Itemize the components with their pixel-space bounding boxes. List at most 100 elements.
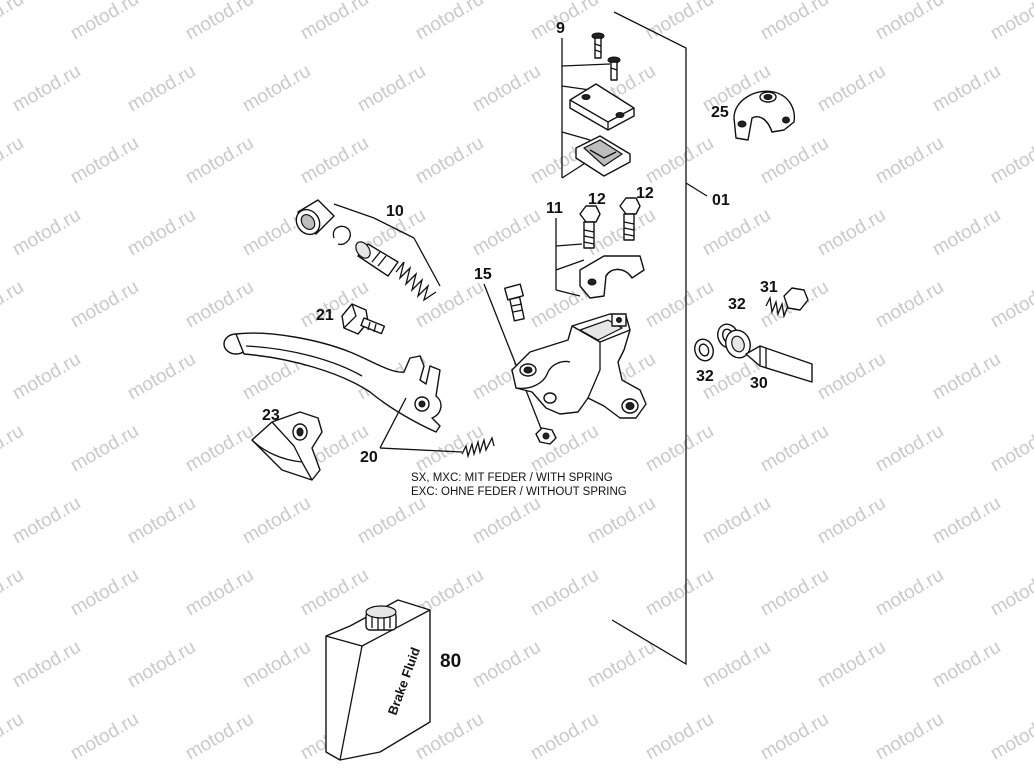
watermark-text: motod.ru	[757, 709, 832, 765]
watermark-text: motod.ru	[757, 133, 832, 189]
label-part-30: 30	[750, 375, 768, 392]
label-part-9: 9	[556, 20, 565, 37]
label-part-32-a: 32	[728, 296, 746, 313]
watermark-text: motod.ru	[642, 565, 717, 621]
cover-screw-2	[607, 56, 621, 81]
watermark-text: motod.ru	[527, 709, 602, 765]
watermark-text: motod.ru	[67, 421, 142, 477]
watermark-text: motod.ru	[469, 493, 544, 549]
note-with-spring: SX, MXC: MIT FEDER / WITH SPRING	[411, 472, 613, 484]
watermark-text: motod.ru	[699, 637, 774, 693]
watermark-text: motod.ru	[9, 61, 84, 117]
watermark-text: motod.ru	[584, 637, 659, 693]
label-part-12-a: 12	[588, 191, 606, 208]
watermark-text: motod.ru	[527, 565, 602, 621]
watermark-text: motod.ru	[239, 637, 314, 693]
watermark-text: motod.ru	[239, 61, 314, 117]
watermark-text: motod.ru	[872, 565, 947, 621]
part-30-31-32-brake-hose	[694, 287, 813, 383]
watermark-text: motod.ru	[757, 565, 832, 621]
watermark-text: motod.ru	[929, 61, 1004, 117]
watermark-text: motod.ru	[124, 637, 199, 693]
part-23-lever-guard	[251, 411, 323, 481]
label-part-31: 31	[760, 279, 778, 296]
label-part-25: 25	[711, 104, 729, 121]
label-part-80: 80	[440, 651, 461, 672]
watermark-text: motod.ru	[9, 493, 84, 549]
watermark-text: motod.ru	[929, 637, 1004, 693]
watermark-text: motod.ru	[124, 349, 199, 405]
label-part-12-b: 12	[636, 185, 654, 202]
part-80-brake-fluid-bottle: Brake Fluid	[325, 599, 431, 761]
part-10-piston-kit	[295, 199, 441, 302]
label-part-32-b: 32	[696, 368, 714, 385]
watermark-text: motod.ru	[642, 421, 717, 477]
watermark-text: motod.ru	[814, 637, 889, 693]
watermark-text: motod.ru	[642, 133, 717, 189]
watermark-text: motod.ru	[872, 133, 947, 189]
watermark-text: motod.ru	[0, 133, 27, 189]
part-21-adjuster-screw	[341, 303, 386, 335]
spring-notes: SX, MXC: MIT FEDER / WITH SPRING EXC: OH…	[411, 472, 627, 498]
watermark-text: motod.ru	[642, 709, 717, 765]
watermark-text: motod.ru	[929, 349, 1004, 405]
watermark-text: motod.ru	[354, 61, 429, 117]
watermark-text: motod.ru	[872, 709, 947, 765]
watermark-text: motod.ru	[182, 421, 257, 477]
watermark-text: motod.ru	[297, 0, 372, 44]
watermark-text: motod.ru	[9, 205, 84, 261]
watermark-text: motod.ru	[9, 349, 84, 405]
watermark-text: motod.ru	[987, 709, 1034, 765]
watermark-text: motod.ru	[239, 493, 314, 549]
watermark-text: motod.ru	[124, 493, 199, 549]
watermark-text: motod.ru	[412, 133, 487, 189]
watermark-text: motod.ru	[642, 277, 717, 333]
watermark-text: motod.ru	[67, 565, 142, 621]
watermark-text: motod.ru	[584, 493, 659, 549]
label-part-15: 15	[474, 266, 492, 283]
watermark-text: motod.ru	[929, 493, 1004, 549]
watermark-text: motod.ru	[929, 205, 1004, 261]
watermark-text: motod.ru	[814, 205, 889, 261]
watermark-text: motod.ru	[0, 0, 27, 44]
part-25-clamp	[733, 90, 796, 141]
watermark-text: motod.ru	[297, 133, 372, 189]
watermark-text: motod.ru	[0, 277, 27, 333]
watermark-text: motod.ru	[872, 277, 947, 333]
watermark-text: motod.ru	[469, 61, 544, 117]
label-part-21: 21	[316, 307, 334, 324]
part-labels: 9 25 01 10 11 12 12 15 21 31 32 32 30 23…	[262, 20, 778, 672]
label-part-10: 10	[386, 203, 404, 220]
note-without-spring: EXC: OHNE FEDER / WITHOUT SPRING	[411, 486, 627, 498]
watermark-text: motod.ru	[0, 421, 27, 477]
watermark-text: motod.ru	[9, 637, 84, 693]
label-part-20: 20	[360, 449, 378, 466]
watermark-text: motod.ru	[642, 0, 717, 44]
master-cylinder-body	[511, 313, 647, 419]
part-11-clamp-bolts	[555, 197, 645, 299]
watermark-text: motod.ru	[757, 421, 832, 477]
watermark-text: motod.ru	[987, 0, 1034, 44]
watermark-text: motod.ru	[814, 61, 889, 117]
watermark-text: motod.ru	[0, 709, 27, 765]
watermark-text: motod.ru	[182, 0, 257, 44]
watermark-text: motod.ru	[67, 709, 142, 765]
watermark-text: motod.ru	[814, 349, 889, 405]
watermark-text: motod.ru	[182, 277, 257, 333]
label-part-01: 01	[712, 192, 730, 209]
watermark-text: motod.ru	[182, 709, 257, 765]
watermark-text: motod.ru	[987, 565, 1034, 621]
label-part-11: 11	[546, 200, 563, 217]
watermark-text: motod.ru	[67, 277, 142, 333]
watermark-text: motod.ru	[412, 0, 487, 44]
watermark-text: motod.ru	[297, 565, 372, 621]
watermark-text: motod.ru	[412, 277, 487, 333]
cover-screw-1	[591, 32, 605, 59]
part-9-reservoir-cover	[561, 32, 635, 179]
watermark-text: motod.ru	[182, 565, 257, 621]
watermark-text: motod.ru	[699, 205, 774, 261]
part-15-pivot-bolt	[483, 283, 557, 445]
watermark-text: motod.ru	[814, 493, 889, 549]
watermark-text: motod.ru	[124, 61, 199, 117]
